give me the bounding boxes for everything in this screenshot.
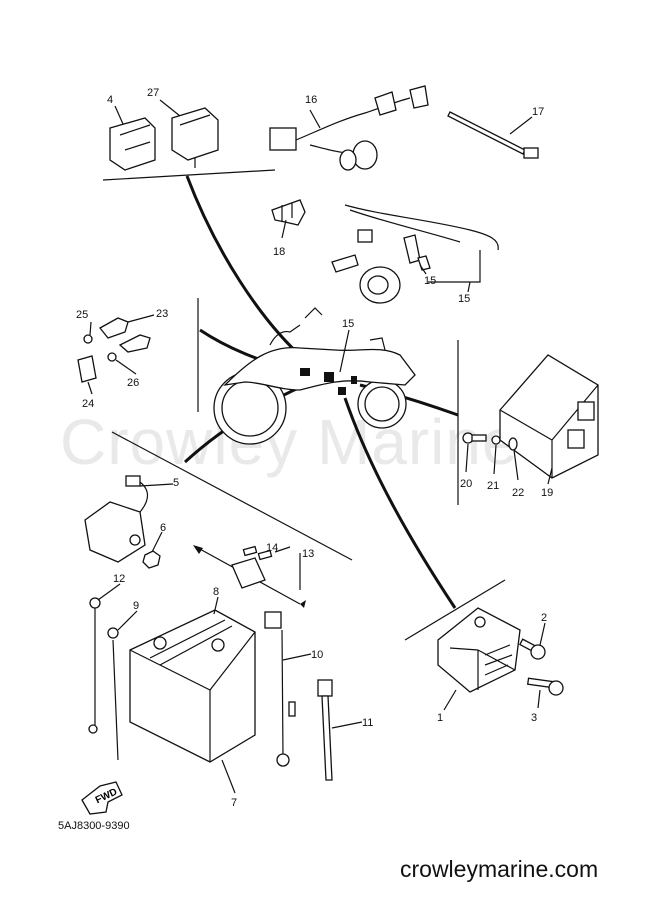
fuse-holder-13[interactable] [193, 545, 306, 608]
callout-5: 5 [173, 477, 179, 489]
group-brackets [102, 169, 506, 641]
component-marker [324, 372, 334, 382]
callout-15-center: 15 [342, 318, 354, 330]
callout-8: 8 [213, 586, 219, 598]
callout-12: 12 [113, 573, 125, 585]
bolt-21[interactable] [462, 432, 487, 444]
callout-4: 4 [107, 94, 113, 106]
callout-1: 1 [437, 712, 443, 724]
callout-13: 13 [302, 548, 314, 560]
callout-7: 7 [231, 797, 237, 809]
callout-2: 2 [541, 612, 547, 624]
component-marker [338, 387, 346, 395]
wire-harness-17[interactable] [269, 85, 429, 171]
site-footer[interactable]: crowleymarine.com [400, 856, 599, 882]
component-marker [300, 368, 310, 376]
washer-26[interactable] [83, 334, 117, 362]
nut-6[interactable] [142, 550, 161, 569]
callout-9: 9 [133, 600, 139, 612]
callout-27: 27 [147, 87, 159, 99]
bolt-2[interactable] [519, 638, 546, 660]
bracket-25[interactable] [77, 355, 97, 383]
cable-tie-11[interactable] [317, 679, 333, 781]
callout-25: 24 [82, 398, 94, 410]
callout-15-upper: 15 [458, 293, 470, 305]
sensor-24[interactable] [99, 317, 151, 353]
starter-relay-5[interactable] [84, 475, 149, 563]
callout-20: 19 [541, 487, 553, 499]
fuse-14[interactable] [242, 545, 273, 561]
battery-band-8[interactable] [149, 619, 233, 666]
callout-10: 10 [311, 649, 323, 661]
leader-lines [87, 99, 553, 794]
washer-23[interactable] [508, 437, 518, 451]
ecu-20[interactable] [499, 354, 599, 479]
callout-22: 21 [487, 480, 499, 492]
diagram-code: 5AJ8300-9390 [58, 820, 130, 832]
rectifier-regulator-1[interactable] [437, 607, 521, 693]
battery-7[interactable] [129, 609, 256, 763]
callout-11: 11 [362, 717, 373, 729]
clamp-19[interactable] [271, 199, 306, 226]
callout-21: 20 [460, 478, 472, 490]
relay-27[interactable] [171, 107, 219, 168]
callout-17: 16 [305, 94, 317, 106]
component-marker [351, 376, 357, 384]
relay-4[interactable] [109, 117, 156, 171]
callout-18: 17 [532, 106, 544, 118]
wiring-assembly-15[interactable] [331, 204, 499, 304]
callout-16: 15 [424, 275, 436, 287]
callout-labels: 4 27 16 17 18 15 15 15 23 25 26 24 20 21… [76, 87, 553, 809]
callout-3: 3 [531, 712, 537, 724]
watermark: Crowley Marine [60, 406, 519, 478]
callout-14: 14 [266, 542, 278, 554]
battery-lead-9[interactable] [107, 627, 119, 761]
washer-22[interactable] [491, 435, 501, 445]
battery-lead-12[interactable] [88, 597, 101, 734]
bolt-3[interactable] [526, 677, 564, 696]
callout-26-upper: 25 [76, 309, 88, 321]
callout-24: 23 [156, 308, 168, 320]
cable-tie-18[interactable] [447, 111, 539, 159]
motorcycle-outline [213, 307, 416, 445]
callout-6: 6 [160, 522, 166, 534]
callout-23: 22 [512, 487, 524, 499]
callout-26-lower: 26 [127, 377, 139, 389]
forward-arrow-icon: FWD [81, 781, 123, 815]
callout-19: 18 [273, 246, 285, 258]
ground-lead-10[interactable] [264, 611, 296, 767]
